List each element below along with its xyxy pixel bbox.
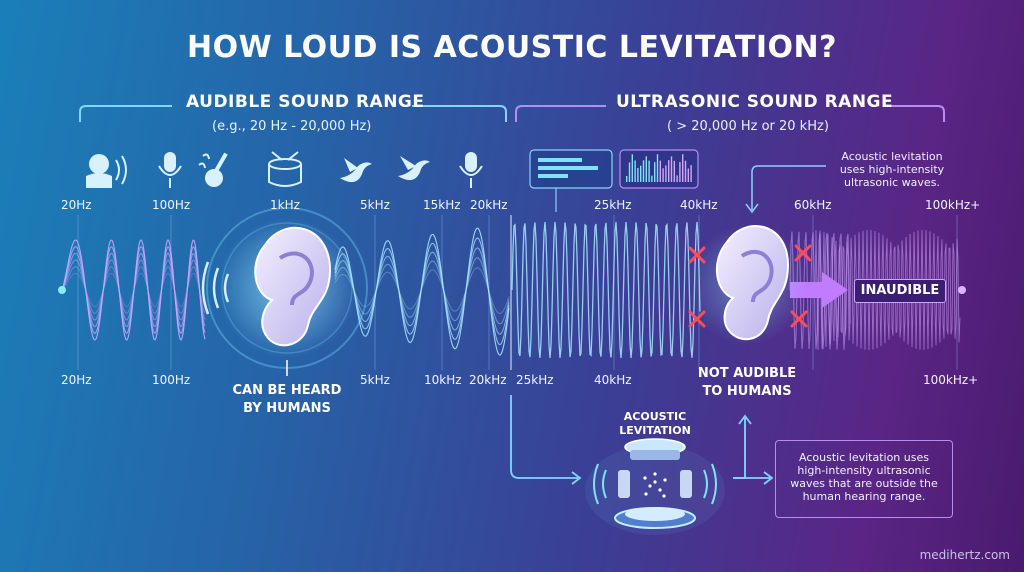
audible-subheading: (e.g., 20 Hz - 20,000 Hz): [212, 119, 372, 134]
tick-label: 40kHz: [594, 373, 632, 387]
levitation-label: ACOUSTIC LEVITATION: [619, 410, 691, 437]
tick-label: 100Hz: [152, 198, 191, 212]
axis-start-dot: [58, 286, 66, 294]
bar-panel-icon: [529, 149, 613, 212]
spectrum-bar: [626, 176, 628, 182]
spectrum-bar: [640, 165, 642, 182]
wave-line: [511, 221, 701, 359]
tick-label: 40kHz: [680, 198, 718, 212]
microphone-icon: [158, 152, 182, 188]
tick-label: 25kHz: [516, 373, 554, 387]
levitator-icon: [585, 438, 725, 535]
ultrasonic-note: Acoustic levitation uses high-intensity …: [839, 150, 945, 189]
ear-icon: [687, 225, 807, 345]
tick-label: 60kHz: [794, 198, 832, 212]
bird-icon: [340, 158, 372, 183]
ultrasonic-subheading: ( > 20,000 Hz or 20 kHz): [667, 119, 829, 134]
tick-label: 20kHz: [469, 373, 507, 387]
spectrum-bar: [656, 154, 659, 182]
spectrum-bar: [690, 165, 692, 182]
tick-label: 25kHz: [594, 198, 632, 212]
spectrum-bar: [634, 160, 636, 182]
spectrum-bar: [628, 162, 631, 182]
watermark: medihertz.com: [919, 548, 1010, 562]
tick-label: 20kHz: [470, 198, 508, 212]
wave-line: [334, 247, 510, 335]
spectrum-bar: [673, 160, 675, 182]
axis-end-dot: [958, 286, 966, 294]
ear-icon: [201, 207, 368, 369]
spectrum-bar: [676, 175, 678, 182]
spectrum-bar: [682, 154, 684, 182]
tick-label: 5kHz: [360, 373, 390, 387]
spectrum-bar: [642, 160, 645, 182]
tick-label: 10kHz: [424, 373, 462, 387]
speaking-person-icon: [86, 154, 127, 188]
spectrum-bar: [654, 162, 656, 182]
spectrum-bar: [665, 165, 667, 182]
drum-icon: [268, 151, 302, 187]
spectrum-bar: [645, 156, 647, 182]
tick-label: 15kHz: [423, 198, 461, 212]
wave-line: [334, 257, 510, 325]
wave-line: [334, 267, 510, 314]
spectrum-bar: [684, 160, 687, 182]
page-title: HOW LOUD IS ACOUSTIC LEVITATION?: [186, 30, 838, 65]
spectrum-bar: [637, 167, 639, 182]
microphone-icon: [459, 152, 483, 188]
tick-label: 100Hz: [152, 373, 191, 387]
spectrum-bar: [631, 154, 633, 182]
levitation-note-box: [775, 440, 953, 518]
tick-label: 100kHz+: [925, 198, 981, 212]
tick-label: 100kHz+: [923, 373, 979, 387]
audible-heading: AUDIBLE SOUND RANGE: [186, 92, 425, 112]
tick-label: 5kHz: [360, 198, 390, 212]
audible-bracket: [79, 105, 507, 122]
levitation-note: Acoustic levitation uses high-intensity …: [790, 451, 938, 503]
tick-label: 20Hz: [61, 198, 92, 212]
wave-line: [334, 227, 510, 356]
spectrum-bar: [659, 160, 661, 182]
ultrasonic-caption: NOT AUDIBLE TO HUMANS: [697, 366, 797, 399]
inaudible-badge: INAUDIBLE: [854, 279, 946, 303]
bird-icon: [398, 156, 430, 181]
arrow-icon: [790, 272, 848, 308]
tick-label: 1kHz: [270, 198, 300, 212]
spectrum-bar: [662, 168, 664, 182]
audible-caption: CAN BE HEARD BY HUMANS: [232, 383, 342, 416]
spectrum-bar: [648, 160, 650, 182]
guitar-icon: [198, 152, 228, 187]
spectrum-bar: [679, 161, 681, 182]
ultrasonic-bracket: [515, 105, 945, 122]
spectrum-panel-icon: [619, 149, 699, 189]
cross-icon: [688, 244, 812, 328]
spectrum-bar: [668, 160, 670, 182]
spectrum-bar: [651, 175, 653, 182]
spectrum-bar: [670, 156, 673, 182]
ultrasonic-heading: ULTRASONIC SOUND RANGE: [616, 92, 894, 112]
spectrum-bar: [687, 168, 689, 182]
tick-label: 20Hz: [61, 373, 92, 387]
